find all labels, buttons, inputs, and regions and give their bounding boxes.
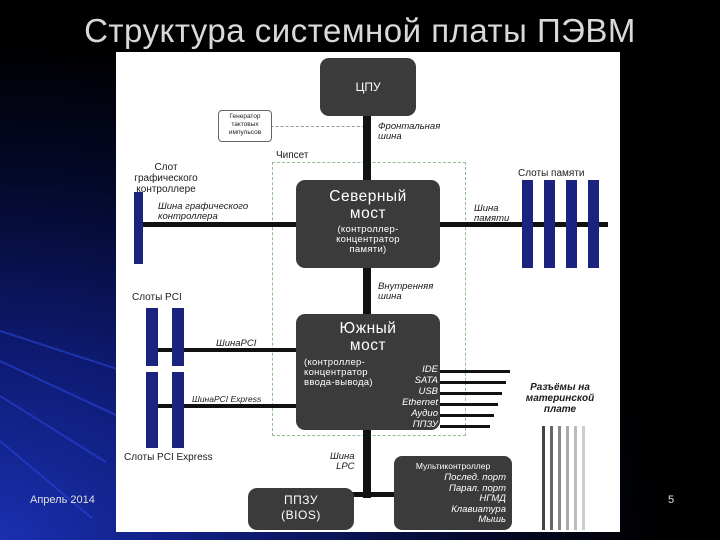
cpu-box: ЦПУ [320,58,416,116]
internal-bus-line [363,268,371,318]
north-bridge-title: Северный [329,188,407,205]
pci-slot [172,308,184,366]
multicontroller-item: Парал. порт [449,482,506,494]
pcie-slot [172,372,184,448]
board-connectors-line: Разъёмы на [530,382,590,393]
connector-line [550,426,553,530]
bios-link [352,492,364,497]
north-bridge-subtitle: концентратор [336,234,400,245]
internal-bus-line-2: шина [378,291,402,302]
north-bridge-box: Северный мост (контроллер- концентратор … [296,180,440,268]
footer-page-number: 5 [668,494,675,506]
pcie-bus-line [156,404,298,408]
cpu-label: ЦПУ [355,80,381,94]
multicontroller-items: Послед. порт Парал. порт НГМД Клавиатура… [394,472,512,526]
connector-line [582,426,585,530]
bios-box: ППЗУ (BIOS) [248,488,354,530]
pci-slot [146,308,158,366]
graphics-bus-line [138,222,298,227]
clock-generator-line: тактовых [231,121,259,128]
graphics-slot-line: графического [134,173,198,184]
port-ide: IDE [422,364,438,375]
port-line [440,414,494,417]
clock-generator-line: импульсов [228,129,262,136]
pci-bus-line [156,348,298,352]
graphics-slot-line: контроллере [136,184,196,195]
clock-link [250,126,370,127]
lpc-bus-label: Шина LPC [330,452,355,472]
port-audio: Аудио [411,408,438,419]
multicontroller-item: Клавиатура [451,503,506,515]
memory-bus-label: Шина памяти [474,204,509,224]
pcie-slot [146,372,158,448]
bios-line: ППЗУ [284,493,318,507]
multicontroller-title: Мультиконтроллер [415,461,491,471]
north-bridge-subtitle: (контроллер- [337,224,399,235]
south-bridge-box: Южный мост (контроллер- концентратор вво… [296,314,440,430]
port-line [440,403,498,406]
north-bridge-title: мост [349,205,387,222]
south-bridge-subtitle: ввода-вывода) [304,377,373,388]
port-list: IDE SATA USB Ethernet Аудио ППЗУ [362,364,438,430]
board-connectors-label: Разъёмы на материнской плате [512,382,608,415]
memory-slot [544,180,555,268]
board-connectors-line: материнской [525,393,595,404]
motherboard-diagram: Чипсет ЦПУ Генератор тактовых импульсов … [116,52,620,532]
front-bus-label: Фронтальная шина [378,122,440,142]
front-bus-line-2: шина [378,131,402,142]
lpc-bus-line [363,430,371,498]
memory-slot [566,180,577,268]
port-line [440,381,506,384]
graphics-slot-label: Слот графического контроллере [118,162,214,195]
port-usb: USB [418,386,438,397]
port-line [440,370,510,373]
pcie-slots-label: Слоты PCI Express [124,452,213,463]
footer-date: Апрель 2014 [30,494,95,506]
memory-slot [522,180,533,268]
graphics-bus-label: Шина графического контроллера [158,202,248,222]
port-line [440,425,490,428]
south-bridge-subtitle: концентратор [304,367,368,378]
multicontroller-item: Послед. порт [444,472,506,483]
pci-slots-label: Слоты PCI [132,292,182,303]
board-connectors-line: плате [543,404,577,415]
front-bus-line [363,90,371,186]
pcie-bus-label: ШинаPCI Express [192,394,262,404]
port-rom: ППЗУ [412,419,438,430]
bios-line: (BIOS) [281,508,321,522]
port-line [440,392,502,395]
internal-bus-label: Внутренняя шина [378,282,433,302]
graphics-bus-line-1: Шина графического [158,201,249,212]
lpc-bus-line-2: LPC [336,461,355,472]
multicontroller-item: Мышь [478,514,506,525]
graphics-bus-line-2: контроллера [158,211,218,222]
graphics-slot-line: Слот [154,162,178,173]
port-sata: SATA [414,375,438,386]
south-bridge-title: мост [349,337,387,354]
connector-line [574,426,577,530]
multicontroller-box: Мультиконтроллер Послед. порт Парал. пор… [394,456,512,530]
south-bridge-subtitle: (контроллер- [304,357,366,368]
memory-slots-label: Слоты памяти [518,168,585,179]
slide-title: Структура системной платы ПЭВМ [84,12,636,49]
north-bridge-subtitle: памяти) [349,244,387,255]
memory-bus-line-2: памяти [474,213,510,224]
lpc-bus-line-1: Шина [330,451,355,462]
south-bridge-title: Южный [339,320,397,337]
pci-bus-label: ШинаPCI [216,338,257,349]
multicontroller-link [371,492,397,497]
chipset-label: Чипсет [276,150,309,161]
connector-line [542,426,545,530]
port-ethernet: Ethernet [402,397,438,408]
front-bus-line-1: Фронтальная [378,121,441,132]
clock-generator-line: Генератор [229,113,261,120]
graphics-slot [134,192,143,264]
clock-generator-box: Генератор тактовых импульсов [218,110,272,142]
memory-slot [588,180,599,268]
connector-line [566,426,569,530]
connector-line [558,426,561,530]
memory-bus-line-1: Шина [474,203,499,214]
multicontroller-item: НГМД [479,493,506,504]
internal-bus-line-1: Внутренняя [378,281,434,292]
